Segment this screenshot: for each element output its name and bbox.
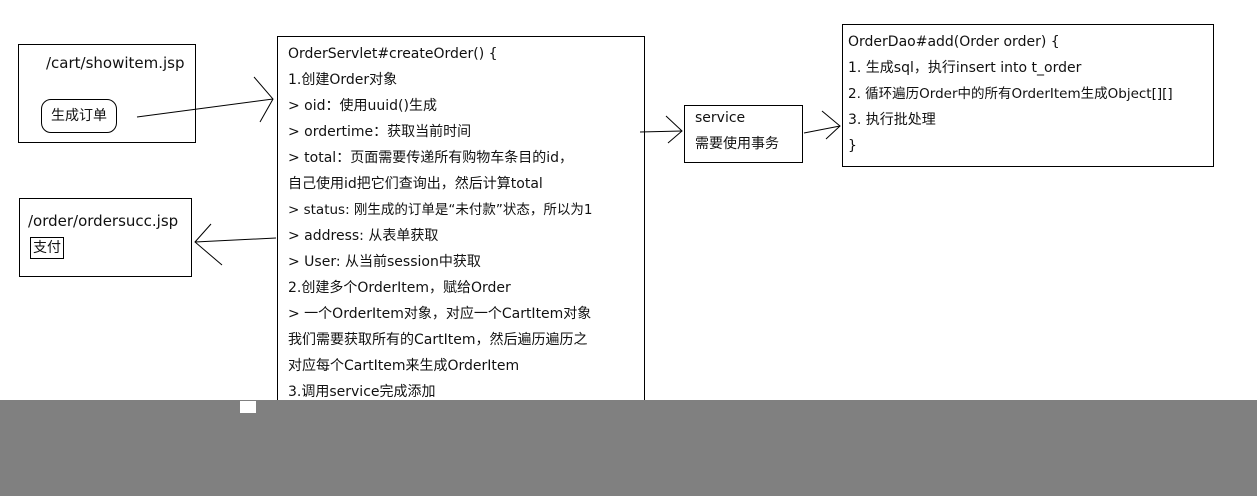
showitem-title: /cart/showitem.jsp [46,54,185,72]
servlet-line: > User: 从当前session中获取 [288,254,481,270]
showitem-page-box: /cart/showitem.jsp 生成订单 [18,44,196,143]
pay-button[interactable]: 支付 [30,237,64,259]
create-order-button[interactable]: 生成订单 [41,99,117,133]
dao-line: } [848,138,857,154]
order-dao-box: OrderDao#add(Order order) { 1. 生成sql，执行i… [842,24,1214,167]
ordersucc-page-box: /order/ordersucc.jsp 支付 [19,198,192,277]
resize-handle-marker [240,401,256,413]
arrow-servlet-to-service [639,115,683,144]
servlet-line: > status: 刚生成的订单是“未付款”状态，所以为1 [288,202,593,218]
servlet-line: > ordertime：获取当前时间 [288,124,472,140]
servlet-line: 自己使用id把它们查询出，然后计算total [288,176,543,192]
servlet-line: OrderServlet#createOrder() { [288,46,498,62]
servlet-line: > address: 从表单获取 [288,228,439,244]
dao-line: OrderDao#add(Order order) { [848,34,1060,50]
service-box: service 需要使用事务 [684,105,803,163]
gray-overlay-band [0,400,1257,496]
dao-line: 3. 执行批处理 [848,112,936,128]
servlet-line: > total：页面需要传递所有购物车条目的id， [288,150,573,166]
servlet-line: 对应每个CartItem来生成OrderItem [288,358,520,374]
servlet-line: > oid：使用uuid()生成 [288,98,437,114]
service-line: 需要使用事务 [695,136,779,152]
servlet-line: > 一个OrderItem对象，对应一个CartItem对象 [288,306,592,322]
dao-line: 2. 循环遍历Order中的所有OrderItem生成Object[][] [848,86,1173,102]
arrow-service-to-dao [803,110,841,140]
ordersucc-title: /order/ordersucc.jsp [28,212,179,230]
servlet-line: 1.创建Order对象 [288,72,398,88]
service-line: service [695,110,746,126]
servlet-line: 我们需要获取所有的CartItem，然后遍历遍历之 [288,332,588,348]
order-servlet-box: OrderServlet#createOrder() { 1.创建Order对象… [277,36,645,416]
servlet-line: 2.创建多个OrderItem，赋给Order [288,280,511,296]
arrow-servlet-to-ordersucc [194,223,277,266]
servlet-line: 3.调用service完成添加 [288,384,436,400]
dao-line: 1. 生成sql，执行insert into t_order [848,60,1082,76]
